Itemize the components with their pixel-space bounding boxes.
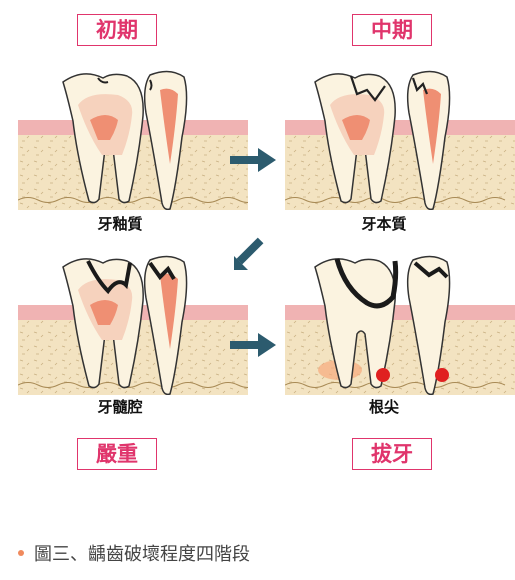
- tooth-panel-enamel: [18, 60, 248, 210]
- stage-label-severe: 嚴重: [77, 438, 157, 470]
- stage-label-middle: 中期: [352, 14, 432, 46]
- tooth-panel-dentin: [285, 60, 515, 210]
- stage-label-early: 初期: [77, 14, 157, 46]
- stage-label-extraction: 拔牙: [352, 438, 432, 470]
- bullet-dot-icon: [18, 550, 24, 556]
- tooth-panel-apex: [285, 245, 515, 395]
- caption-pulp: 牙髓腔: [97, 398, 143, 416]
- caption-dentin: 牙本質: [361, 215, 407, 233]
- figure-caption-text: 圖三、齲齒破壞程度四階段: [34, 544, 250, 565]
- arrow-right-bottom: [230, 333, 276, 357]
- arrow-diagonal: [234, 237, 264, 270]
- caption-apex: 根尖: [368, 398, 399, 416]
- figure-caption: 圖三、齲齒破壞程度四階段: [18, 540, 250, 566]
- tooth-panel-pulp: [18, 245, 248, 395]
- arrow-right-top: [230, 148, 276, 172]
- caption-enamel: 牙釉質: [97, 215, 143, 233]
